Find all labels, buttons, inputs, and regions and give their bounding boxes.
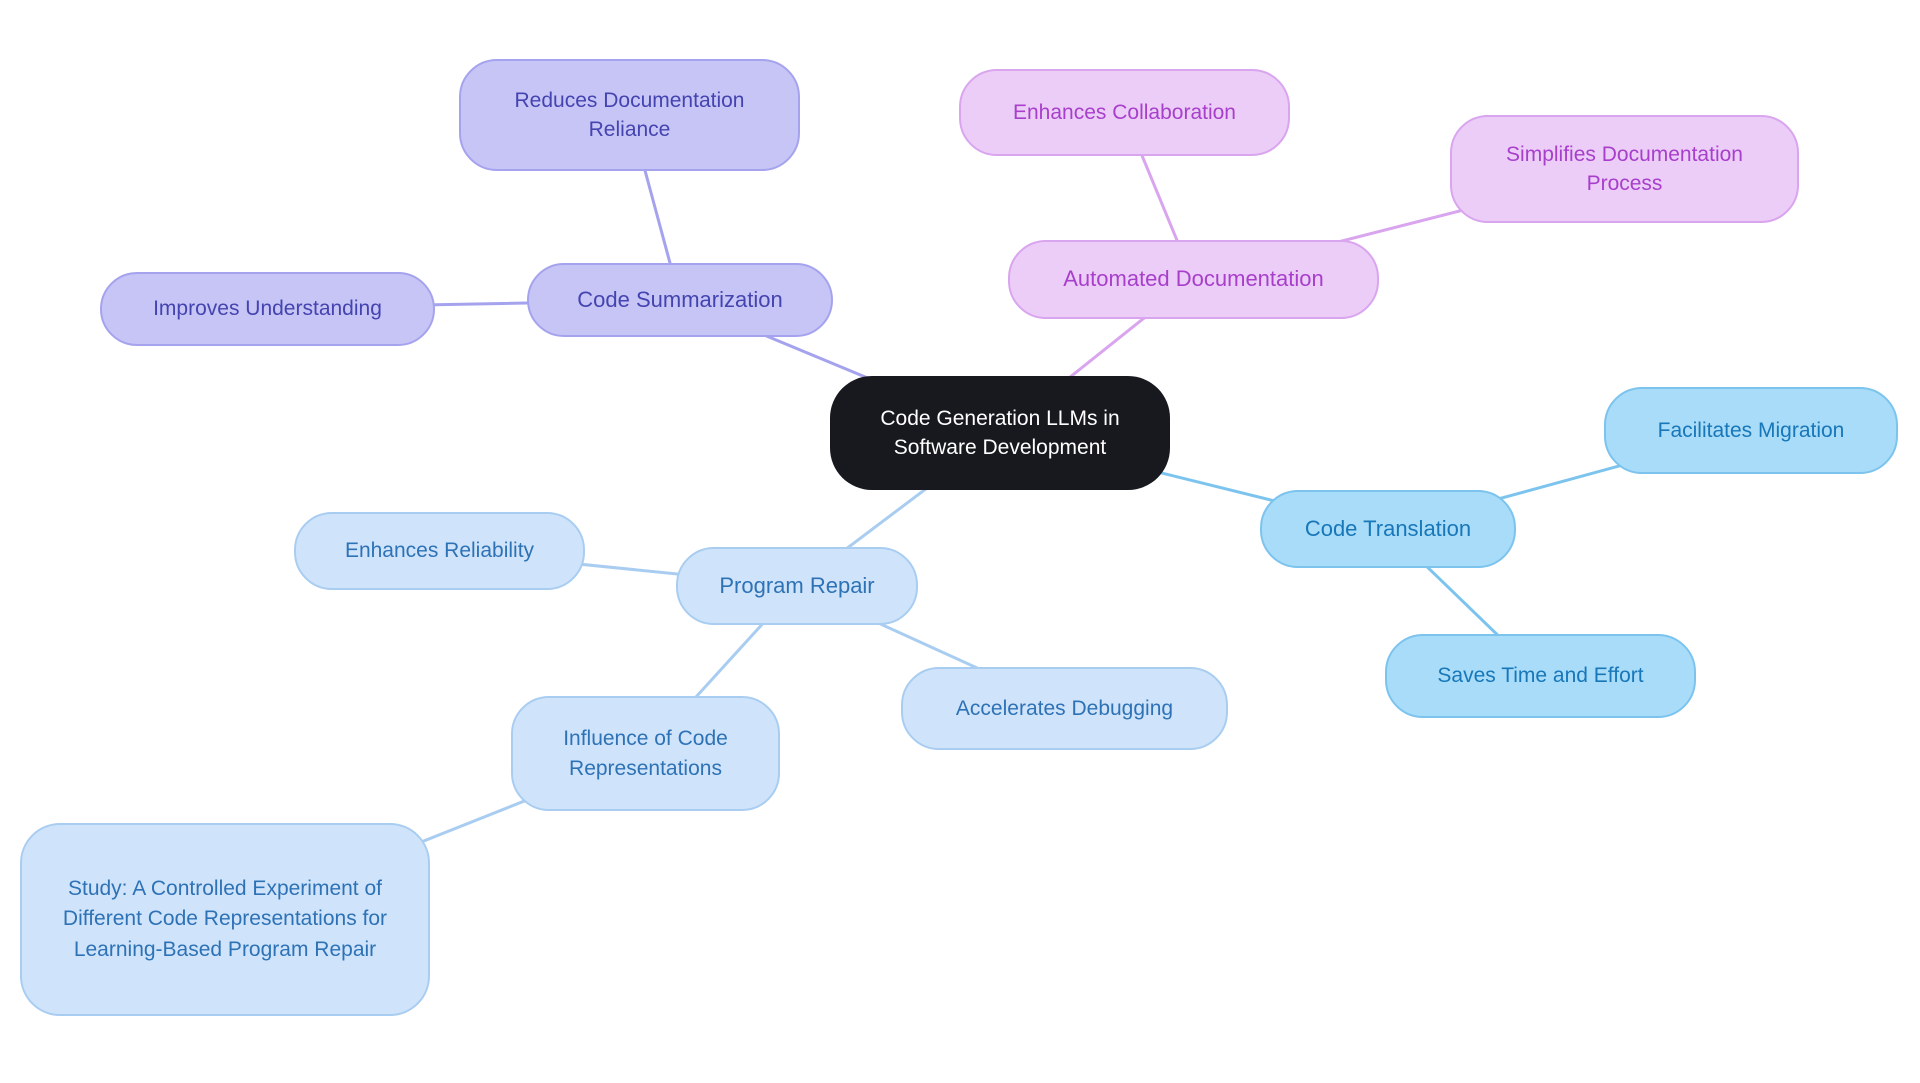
node-code-summarization: Code Summarization <box>527 263 833 337</box>
node-accelerates-debugging: Accelerates Debugging <box>901 667 1228 750</box>
node-saves-time-and-effort: Saves Time and Effort <box>1385 634 1696 718</box>
node-automated-documentation: Automated Documentation <box>1008 240 1379 319</box>
node-study-controlled-experiment: Study: A Controlled Experiment of Differ… <box>20 823 430 1016</box>
node-central-topic: Code Generation LLMs in Software Develop… <box>830 376 1170 490</box>
node-program-repair: Program Repair <box>676 547 918 625</box>
node-simplifies-documentation-process: Simplifies Documentation Process <box>1450 115 1799 223</box>
node-reduces-documentation-reliance: Reduces Documentation Reliance <box>459 59 800 171</box>
node-enhances-collaboration: Enhances Collaboration <box>959 69 1290 156</box>
node-enhances-reliability: Enhances Reliability <box>294 512 585 590</box>
node-facilitates-migration: Facilitates Migration <box>1604 387 1898 474</box>
node-influence-of-code-representations: Influence of Code Representations <box>511 696 780 811</box>
node-improves-understanding: Improves Understanding <box>100 272 435 346</box>
node-code-translation: Code Translation <box>1260 490 1516 568</box>
